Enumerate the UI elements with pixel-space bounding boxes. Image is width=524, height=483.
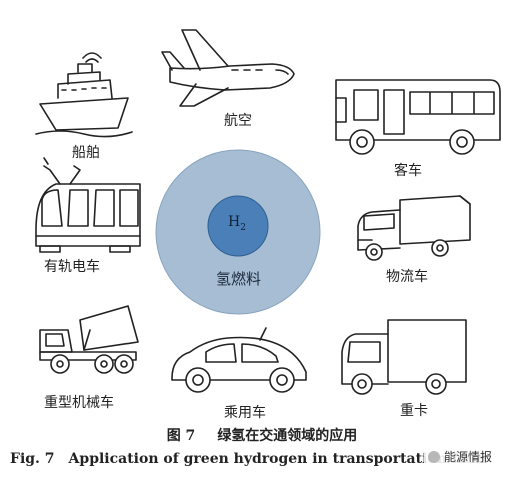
caption-chinese: 图 7 绿氢在交通领域的应用 — [0, 425, 524, 445]
airplane-icon — [161, 29, 295, 107]
tram-label: 有轨电车 — [44, 259, 100, 275]
caption-chinese-number: 图 7 — [166, 428, 196, 444]
dump-truck-icon — [39, 305, 139, 374]
caption-english-number: Fig. 7 — [10, 451, 55, 467]
hydrogen-symbol-subscript: 2 — [240, 222, 246, 233]
hydrogen-symbol-letter: H — [228, 214, 241, 230]
ship-label: 船舶 — [72, 145, 100, 161]
logistics-truck-label: 物流车 — [386, 269, 428, 285]
airplane-label: 航空 — [224, 113, 252, 129]
hydrogen-inner-circle — [207, 195, 269, 257]
caption-english: Fig. 7 Application of green hydrogen in t… — [10, 451, 486, 467]
ship-icon — [35, 52, 133, 138]
heavy-truck-label: 重卡 — [400, 403, 428, 419]
watermark-text: 能源情报 — [444, 450, 493, 464]
caption-english-text: Application of green hydrogen in transpo… — [68, 451, 486, 467]
caption-chinese-text: 绿氢在交通领域的应用 — [217, 428, 358, 444]
logistics-truck-icon — [357, 195, 471, 261]
bus-label: 客车 — [394, 163, 422, 179]
bus-icon — [335, 79, 501, 155]
heavy-truck-icon — [341, 319, 467, 395]
hydrogen-fuel-label: 氢燃料 — [216, 270, 262, 288]
watermark: 能源情报 — [424, 446, 497, 467]
car-icon — [171, 327, 307, 393]
tram-icon — [35, 157, 141, 253]
dump-truck-label: 重型机械车 — [44, 395, 114, 411]
hydrogen-symbol: H2 — [228, 214, 246, 233]
car-label: 乘用车 — [224, 405, 266, 421]
watermark-logo-icon — [428, 450, 440, 463]
